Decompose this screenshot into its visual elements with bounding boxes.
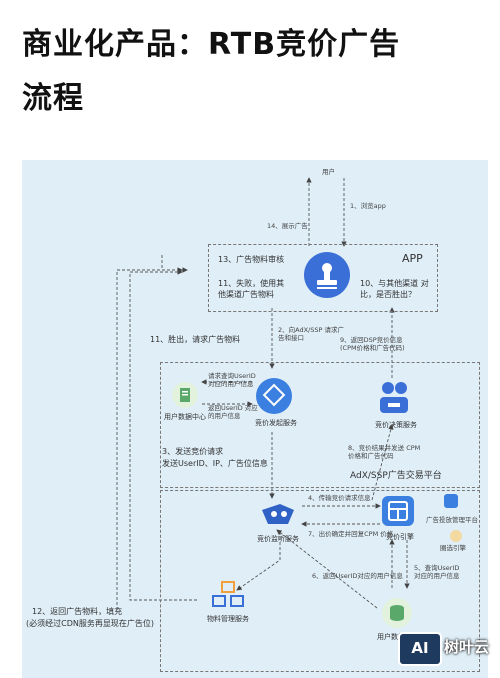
step-10-label: 10、与其他渠道 对比，是否胜出？ — [360, 279, 429, 299]
title-line-2: 流程 — [22, 81, 84, 116]
dsp-container — [160, 490, 480, 672]
rtb-flow-diagram: 用户 1、浏览app 14、展示广告 13、广告物料审核 APP 11、失败，使… — [22, 160, 488, 678]
step-3a-label: 3、发送竞价请求 — [162, 447, 224, 456]
step-12b-label: (必须经过CDN服务再显现在广告位) — [26, 619, 154, 628]
step-6-label: 6、返回UserID对应的用户信息 — [312, 572, 403, 580]
bid-engine-label: 竞价引擎 — [386, 533, 414, 541]
adx-platform-label: AdX/SSP广告交易平台 — [350, 471, 442, 481]
audience-engine-label: 圈选引擎 — [440, 544, 466, 552]
arrow-material-return — [116, 267, 183, 610]
page-title: 商业化产品：RTB竞价广告 流程 — [22, 18, 482, 126]
step-5-label: 5、查询UserID 对应的用户信息 — [414, 564, 460, 580]
app-label: APP — [402, 252, 423, 265]
step-8-label: 8、竞价结果并发送 CPM价格和广告代码 — [348, 444, 421, 460]
step-12a-label: 12、返回广告物料，填充 — [32, 607, 123, 616]
user-data-center-icon — [172, 382, 198, 408]
query-user-label: 请求查询UserID 对应的用户信息 — [208, 372, 256, 388]
step-7-label: 7、出价确定并回复CPM 价格 — [308, 530, 394, 538]
step-9-label: 9、返回DSP竞价信息 (CPM价格和广告代码) — [340, 336, 405, 352]
step-11-fail-label: 11、失败，使用其 他渠道广告物料 — [218, 279, 285, 299]
title-line-1: 商业化产品：RTB竞价广告 — [22, 27, 401, 62]
app-stamp-icon — [304, 252, 350, 298]
node-user: 用户 — [322, 168, 335, 176]
step-1-label: 1、浏览app — [350, 202, 386, 210]
bid-monitor-icon — [260, 500, 296, 530]
app-container — [208, 244, 438, 312]
arrow-userplatform-to-monitor — [276, 529, 378, 609]
step-14-label: 14、展示广告 — [267, 222, 308, 230]
step-3b-label: 发送UserID、IP、广告位信息 — [162, 459, 268, 468]
bid-decision-icon — [374, 378, 414, 418]
watermark-logo: AI — [398, 632, 442, 666]
material-service-icon — [210, 580, 246, 610]
arrow-material-to-app — [129, 269, 197, 601]
watermark-text: 树叶云 — [444, 638, 490, 656]
bid-decision-label: 竞价决策服务 — [375, 421, 417, 429]
bid-initiation-icon — [256, 378, 292, 414]
watermark: AI 树叶云 — [398, 628, 494, 668]
bid-initiation-label: 竞价发起服务 — [255, 419, 297, 427]
arrow-fail-to-material — [161, 255, 188, 273]
bid-monitor-label: 竞价监听服务 — [257, 535, 299, 543]
step-13-label: 13、广告物料审核 — [218, 255, 285, 264]
ad-delivery-platform-icon — [444, 494, 458, 508]
step-4-label: 4、传输竞价请求信息 — [308, 494, 371, 502]
arrow-monitor-to-material — [236, 532, 281, 591]
ad-delivery-platform-label: 广告投放管理平台 — [426, 516, 478, 524]
adx-platform-container — [160, 362, 480, 488]
bid-engine-icon — [382, 496, 414, 526]
user-data-platform-icon — [382, 598, 412, 628]
step-11-win-label: 11、胜出，请求广告物料 — [150, 335, 241, 344]
step-2-label: 2、向AdX/SSP 请求广告和接口 — [278, 326, 344, 342]
user-data-center-label: 用户数据中心 — [164, 413, 206, 421]
audience-engine-icon — [450, 530, 462, 542]
return-user-label: 返回UserID 对应的用户信息 — [208, 404, 258, 420]
material-service-label: 物料管理服务 — [207, 615, 249, 623]
